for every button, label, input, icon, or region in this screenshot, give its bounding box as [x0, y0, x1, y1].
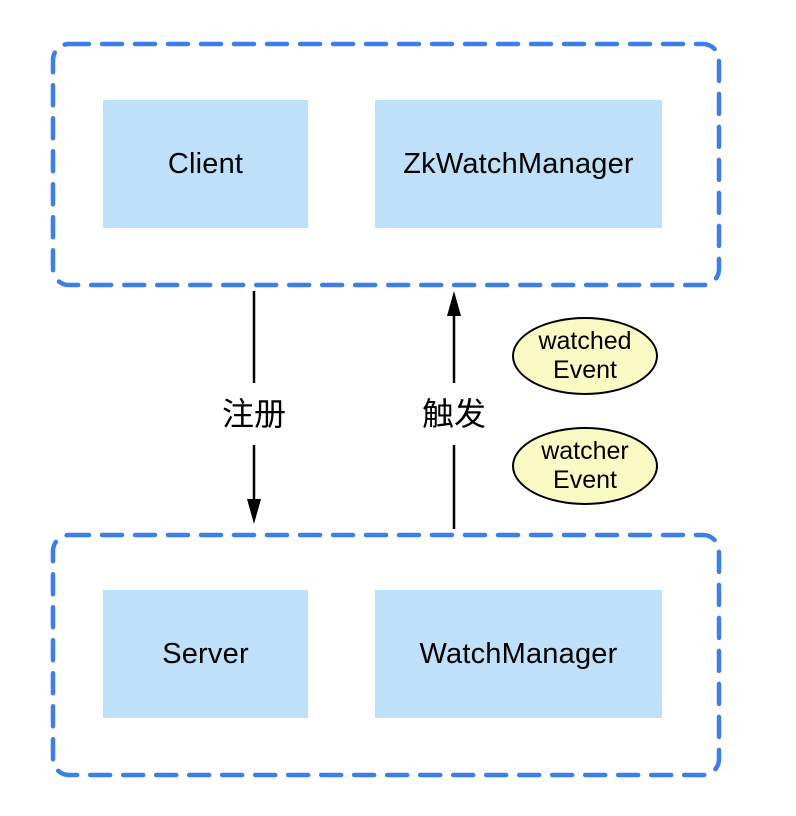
node-zkwatchmanager: ZkWatchManager — [375, 100, 662, 228]
trigger-arrow-head-up-icon — [447, 291, 461, 316]
node-server-label: Server — [162, 637, 249, 670]
watched-event-line2: Event — [553, 356, 617, 384]
watcher-event-ellipse: watcher Event — [512, 427, 658, 505]
watcher-event-line2: Event — [553, 466, 617, 494]
register-arrow-label: 注册 — [213, 383, 295, 445]
node-zkwatchmanager-label: ZkWatchManager — [403, 147, 634, 180]
trigger-arrow-label: 触发 — [413, 383, 495, 445]
watched-event-line1: watched — [538, 327, 632, 355]
node-watchmanager: WatchManager — [375, 590, 662, 718]
client-group-container — [50, 41, 722, 288]
watched-event-ellipse: watched Event — [512, 317, 658, 395]
server-group-container — [50, 532, 722, 778]
watcher-event-line1: watcher — [541, 437, 629, 465]
node-watchmanager-label: WatchManager — [419, 637, 618, 670]
node-client-label: Client — [167, 147, 244, 180]
node-server: Server — [103, 590, 308, 718]
node-client: Client — [103, 100, 308, 228]
register-arrow-head-down-icon — [247, 499, 261, 524]
